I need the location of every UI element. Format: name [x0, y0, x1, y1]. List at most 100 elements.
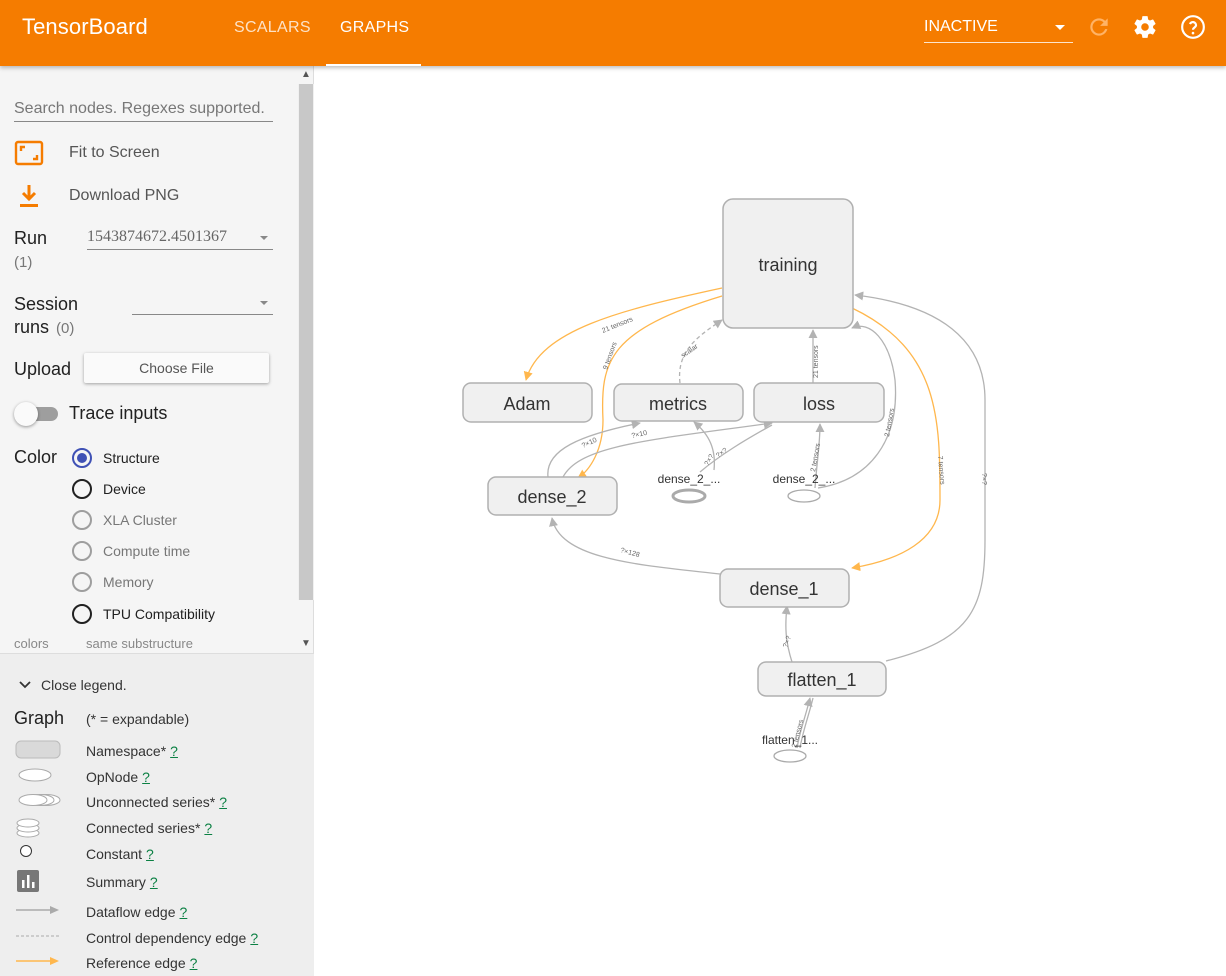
help-link[interactable]: ? — [189, 955, 198, 971]
node-flatten-1-input[interactable]: flatten_1... — [762, 733, 818, 763]
trace-inputs-label: Trace inputs — [69, 403, 168, 423]
fit-to-screen-label: Fit to Screen — [69, 144, 160, 161]
edge-target-loss-b — [814, 423, 825, 489]
refresh-icon[interactable] — [1086, 14, 1112, 40]
top-app-bar: TensorBoard SCALARS GRAPHS INACTIVE — [0, 0, 1226, 66]
legend-panel: Close legend. Graph (* = expandable) Nam… — [0, 653, 314, 976]
edge-flatten-dense1 — [781, 605, 793, 663]
inactive-dropdown-label: INACTIVE — [924, 18, 998, 35]
opnode-icon — [18, 768, 52, 782]
edge-label-target-loss: 2 tensors — [810, 442, 822, 472]
tab-graphs-label: GRAPHS — [340, 19, 410, 36]
node-dense-2-target-b-label: dense_2_... — [773, 472, 836, 486]
node-dense-2[interactable]: dense_2 — [487, 476, 618, 516]
color-radio-tpu[interactable] — [72, 604, 92, 624]
color-radio-structure[interactable] — [72, 448, 92, 468]
legend-dataflow-edge: Dataflow edge? — [0, 900, 314, 924]
download-png-label: Download PNG — [69, 187, 180, 204]
run-dropdown-value: 1543874672.4501367 — [87, 228, 227, 245]
settings-icon[interactable] — [1132, 14, 1158, 40]
edge-label-dense1-dense2: ?×128 — [619, 547, 640, 559]
help-link[interactable]: ? — [250, 930, 259, 946]
graph-svg[interactable]: 21 tensors 9 tensors scalar 21 tensors ?… — [314, 66, 1226, 976]
node-dense-1[interactable]: dense_1 — [719, 568, 850, 608]
help-link[interactable]: ? — [170, 743, 178, 759]
search-nodes-input[interactable] — [14, 96, 273, 122]
tab-scalars-label: SCALARS — [234, 19, 311, 36]
control-edge-icon — [16, 935, 60, 937]
node-dense-2-target-b[interactable]: dense_2_... — [773, 472, 836, 503]
scroll-up-icon[interactable]: ▲ — [301, 69, 311, 80]
node-flatten-1-label: flatten_1 — [787, 670, 856, 691]
edge-label-dense2-training: 9 tensors — [602, 341, 619, 371]
edge-label-right-loss: 2 tensors — [884, 407, 896, 437]
edge-label-flatten-training: ?×? — [980, 473, 987, 485]
color-compute-label: Compute time — [103, 543, 191, 559]
help-link[interactable]: ? — [149, 874, 158, 890]
close-legend-label: Close legend. — [41, 677, 127, 693]
help-link[interactable]: ? — [142, 769, 150, 785]
legend-opnode-label: OpNode — [86, 769, 139, 785]
app-title: TensorBoard — [22, 14, 148, 39]
legend-connected-label: Connected series* — [86, 820, 201, 836]
close-legend-button[interactable]: Close legend. — [18, 676, 158, 696]
graph-canvas[interactable]: 21 tensors 9 tensors scalar 21 tensors ?… — [314, 66, 1226, 976]
unconnected-series-icon — [18, 794, 61, 806]
legend-unconnected-series: Unconnected series*? — [0, 790, 314, 814]
node-loss[interactable]: loss — [753, 382, 885, 423]
edge-training-dense1 — [851, 307, 941, 572]
help-link[interactable]: ? — [219, 794, 227, 810]
legend-reference-edge: Reference edge? — [0, 951, 314, 975]
edge-label-scalar: scalar — [680, 343, 700, 360]
graph-edges — [523, 287, 986, 749]
choose-file-button[interactable]: Choose File — [84, 353, 269, 383]
help-link[interactable]: ? — [146, 846, 154, 862]
node-training[interactable]: training — [722, 198, 854, 329]
edge-training-dense2 — [577, 295, 723, 479]
help-link[interactable]: ? — [204, 820, 213, 836]
run-dropdown[interactable]: 1543874672.4501367 — [87, 226, 273, 250]
session-runs-dropdown[interactable] — [132, 291, 273, 315]
fit-screen-icon — [14, 140, 44, 166]
download-png-button[interactable]: Download PNG — [14, 181, 284, 211]
scroll-down-icon[interactable]: ▼ — [301, 638, 311, 649]
fit-to-screen-button[interactable]: Fit to Screen — [14, 138, 284, 168]
node-adam[interactable]: Adam — [462, 382, 593, 423]
active-tab-indicator — [326, 64, 421, 66]
trace-inputs-toggle[interactable] — [14, 402, 58, 426]
edge-dense1-dense2 — [549, 517, 721, 575]
legend-summary-label: Summary — [86, 874, 146, 890]
colors-description: same substructure — [86, 636, 193, 651]
node-dense-2-target-a[interactable]: dense_2_... — [658, 472, 721, 504]
sidebar-scrollbar-thumb[interactable] — [299, 84, 313, 600]
color-radio-compute-time[interactable] — [72, 541, 92, 561]
node-dense-2-target-a-label: dense_2_... — [658, 472, 721, 486]
tab-graphs[interactable]: GRAPHS — [326, 0, 421, 66]
help-link[interactable]: ? — [179, 904, 188, 920]
node-flatten-1[interactable]: flatten_1 — [757, 661, 887, 697]
color-label: Color — [14, 447, 58, 467]
edge-input-flatten-1 — [796, 697, 813, 749]
color-radio-device[interactable] — [72, 479, 92, 499]
session-dropdown-caret-icon — [260, 301, 268, 305]
node-dense-2-label: dense_2 — [517, 487, 586, 508]
node-dense-1-label: dense_1 — [749, 579, 818, 600]
node-metrics[interactable]: metrics — [613, 383, 744, 422]
session-label: Session — [14, 294, 79, 314]
color-tpu-label: TPU Compatibility — [103, 606, 216, 622]
constant-icon — [20, 845, 32, 857]
inactive-dashboards-dropdown[interactable]: INACTIVE — [924, 14, 1073, 43]
legend-dataflow-label: Dataflow edge — [86, 904, 176, 920]
color-radio-xla-cluster[interactable] — [72, 510, 92, 530]
legend-unconnected-label: Unconnected series* — [86, 794, 216, 810]
tab-scalars[interactable]: SCALARS — [220, 0, 325, 66]
reference-edge-icon — [16, 957, 59, 965]
help-icon[interactable] — [1180, 14, 1206, 40]
color-radio-memory[interactable] — [72, 572, 92, 592]
edge-dense2-loss — [562, 419, 773, 478]
edge-dense2-metrics — [547, 420, 641, 478]
edge-label-flatten-dense1: ?×? — [782, 635, 793, 649]
edge-label-adam: 21 tensors — [601, 316, 634, 335]
color-memory-label: Memory — [103, 574, 154, 590]
legend-namespace-label: Namespace* — [86, 743, 167, 759]
